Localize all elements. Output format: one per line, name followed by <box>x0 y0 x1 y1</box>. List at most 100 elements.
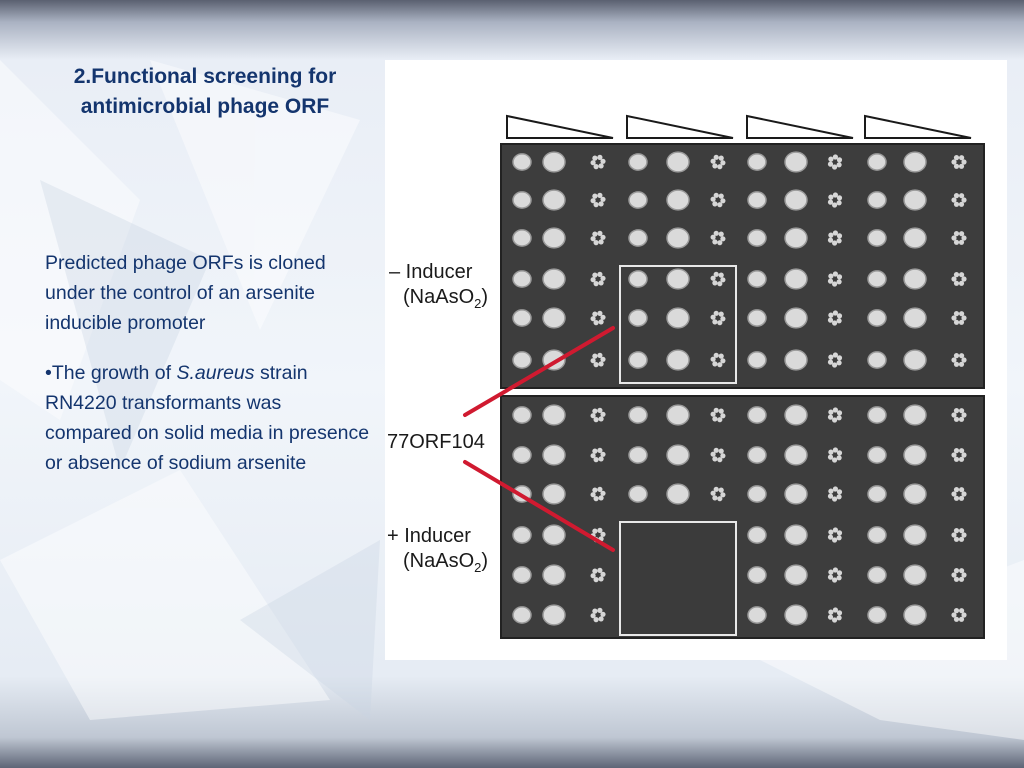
colony-speckle <box>836 410 843 416</box>
colony-speckle <box>961 276 967 282</box>
colony-speckle <box>953 231 960 237</box>
plate-figure: – Inducer (NaAsO2) 77ORF104 + Inducer (N… <box>387 114 985 639</box>
dilution-wedges <box>506 114 972 139</box>
colony-speckle <box>953 495 960 501</box>
colony-speckle <box>958 319 965 325</box>
chem-subscript: 2 <box>474 560 481 575</box>
colony-speckle <box>712 201 718 207</box>
colony <box>867 526 887 544</box>
species-name: S.aureus <box>176 362 255 384</box>
colony-speckle <box>827 317 834 323</box>
colony-speckle <box>953 155 960 161</box>
colony-speckle <box>836 318 842 324</box>
colony <box>784 227 808 249</box>
colony-speckle <box>713 230 719 236</box>
colony-speckle <box>598 319 604 325</box>
colony-speckle <box>832 320 838 326</box>
colony-speckle <box>590 277 596 283</box>
colony-speckle <box>597 447 603 453</box>
colony-speckle <box>958 239 965 245</box>
colony-speckle <box>953 201 960 207</box>
colony-speckle <box>592 353 598 359</box>
colony-speckle <box>836 279 842 285</box>
colony-speckle <box>598 201 604 207</box>
colony-speckle <box>828 529 834 535</box>
colony <box>903 604 927 626</box>
colony <box>784 564 808 586</box>
colony-speckle <box>592 568 598 574</box>
colony <box>903 307 927 329</box>
colony <box>867 566 887 584</box>
colony-speckle <box>710 234 716 240</box>
colony-speckle <box>953 536 960 542</box>
colony-speckle <box>836 455 842 461</box>
colony-speckle <box>953 608 960 614</box>
colony-speckle <box>951 235 957 241</box>
colony <box>542 444 566 466</box>
colony-speckle <box>836 570 843 576</box>
colony-speckle <box>590 453 596 459</box>
colony-speckle <box>832 192 838 198</box>
colony <box>542 227 566 249</box>
colony-speckle <box>836 157 843 163</box>
colony-speckle <box>953 616 960 622</box>
colony <box>512 270 532 288</box>
colony <box>747 229 767 247</box>
colony-speckle <box>953 353 960 359</box>
colony-speckle <box>836 313 843 319</box>
colony-speckle <box>710 275 716 281</box>
colony <box>903 483 927 505</box>
indicator-line-upper <box>463 326 615 417</box>
colony-speckle <box>827 278 834 284</box>
chem-formula: (NaAsO <box>403 286 474 308</box>
colony-speckle <box>836 360 842 366</box>
colony-speckle <box>836 355 843 361</box>
colony-speckle <box>597 154 603 160</box>
colony-speckle <box>712 319 718 325</box>
colony-speckle <box>597 230 603 236</box>
colony <box>542 404 566 426</box>
colony-speckle <box>953 456 960 462</box>
colony-speckle <box>959 155 965 161</box>
colony-speckle <box>953 576 960 582</box>
colony <box>903 227 927 249</box>
colony-speckle <box>828 409 834 415</box>
colony-speckle <box>958 163 965 169</box>
colony-speckle <box>958 361 965 367</box>
colony-speckle <box>590 160 596 166</box>
colony-speckle <box>832 486 838 492</box>
colony-speckle <box>600 531 606 537</box>
colony-speckle <box>717 417 723 423</box>
colony <box>512 351 532 369</box>
colony-speckle <box>598 456 604 462</box>
colony-speckle <box>961 452 967 458</box>
colony-speckle <box>951 315 957 321</box>
colony-speckle <box>710 451 716 457</box>
colony-speckle <box>597 486 603 492</box>
colony <box>784 444 808 466</box>
colony <box>784 268 808 290</box>
colony-speckle <box>832 607 838 613</box>
colony <box>542 483 566 505</box>
colony-speckle <box>713 486 719 492</box>
paragraph-description: Predicted phage ORFs is cloned under the… <box>45 252 326 334</box>
colony <box>747 191 767 209</box>
colony-speckle <box>953 528 960 534</box>
colony-speckle <box>600 234 606 240</box>
colony-speckle <box>951 452 957 458</box>
colony-speckle <box>713 407 719 413</box>
colony-speckle <box>590 492 596 498</box>
colony-speckle <box>959 272 965 278</box>
colony <box>784 604 808 626</box>
colony-speckle <box>836 450 843 456</box>
colony-speckle <box>597 192 603 198</box>
slide-title: 2.Functional screening for antimicrobial… <box>73 65 337 118</box>
colony-speckle <box>961 197 967 203</box>
colony-speckle <box>832 310 838 316</box>
colony <box>867 270 887 288</box>
colony-speckle <box>836 233 843 239</box>
colony-speckle <box>712 495 718 501</box>
colony-speckle <box>828 569 834 575</box>
colony <box>542 564 566 586</box>
colony-speckle <box>828 488 834 494</box>
